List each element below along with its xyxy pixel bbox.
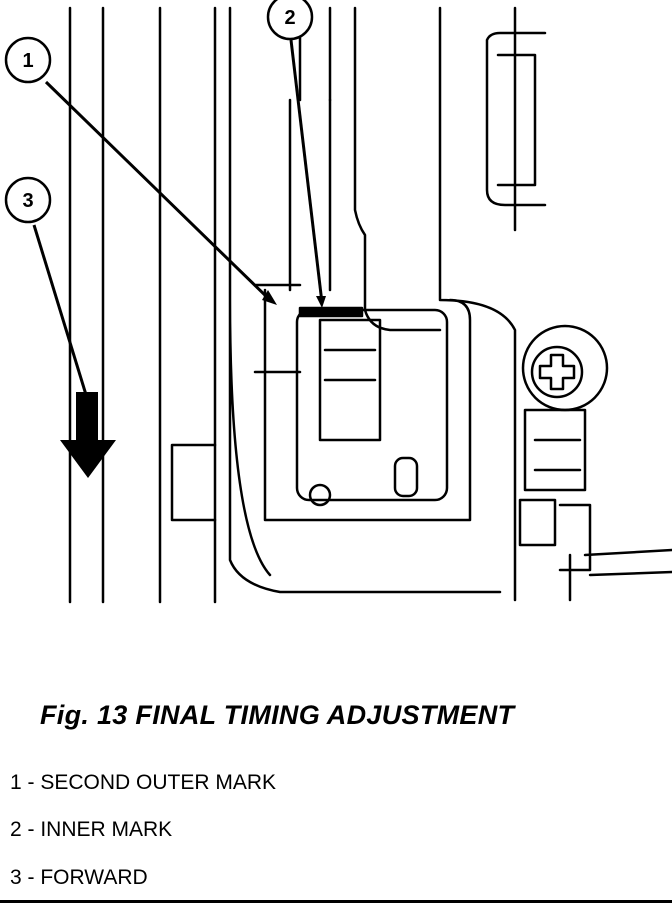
right-channel xyxy=(353,6,442,332)
upper-right-bracket xyxy=(485,31,547,207)
cam-window xyxy=(318,318,382,442)
leader-line-2 xyxy=(289,39,324,304)
callout-1-number: 1 xyxy=(22,50,33,72)
lower-right-assembly xyxy=(518,408,592,572)
locating-pin xyxy=(393,456,419,498)
bolt-cross-icon xyxy=(538,353,576,391)
leader-line-1 xyxy=(44,80,272,302)
callout-3-number: 3 xyxy=(22,190,33,212)
leader-line-3 xyxy=(32,224,89,399)
right-channel-outer xyxy=(438,6,517,602)
upper-guide xyxy=(288,6,332,292)
bottom-divider xyxy=(0,900,672,903)
callout-1: 1 xyxy=(4,36,52,84)
timing-diagram: 1 2 3 xyxy=(4,0,672,604)
callout-2: 2 xyxy=(266,0,314,41)
legend-item-forward: 3 - FORWARD xyxy=(10,866,148,889)
housing-outline xyxy=(228,6,502,594)
callout-3: 3 xyxy=(4,176,52,224)
legend-item-second-outer-mark: 1 - SECOND OUTER MARK xyxy=(10,771,277,794)
callout-2-number: 2 xyxy=(284,7,295,29)
left-bracket xyxy=(170,443,217,522)
left-rails xyxy=(68,6,217,604)
dowel-pin xyxy=(308,483,332,507)
figure-caption: Fig. 13 FINAL TIMING ADJUSTMENT xyxy=(40,700,515,730)
bolt-head xyxy=(521,324,609,412)
forward-arrow-icon xyxy=(60,392,116,478)
cam-slot xyxy=(295,308,449,502)
legend-item-inner-mark: 2 - INNER MARK xyxy=(10,818,173,841)
timing-mark-block xyxy=(298,306,364,318)
